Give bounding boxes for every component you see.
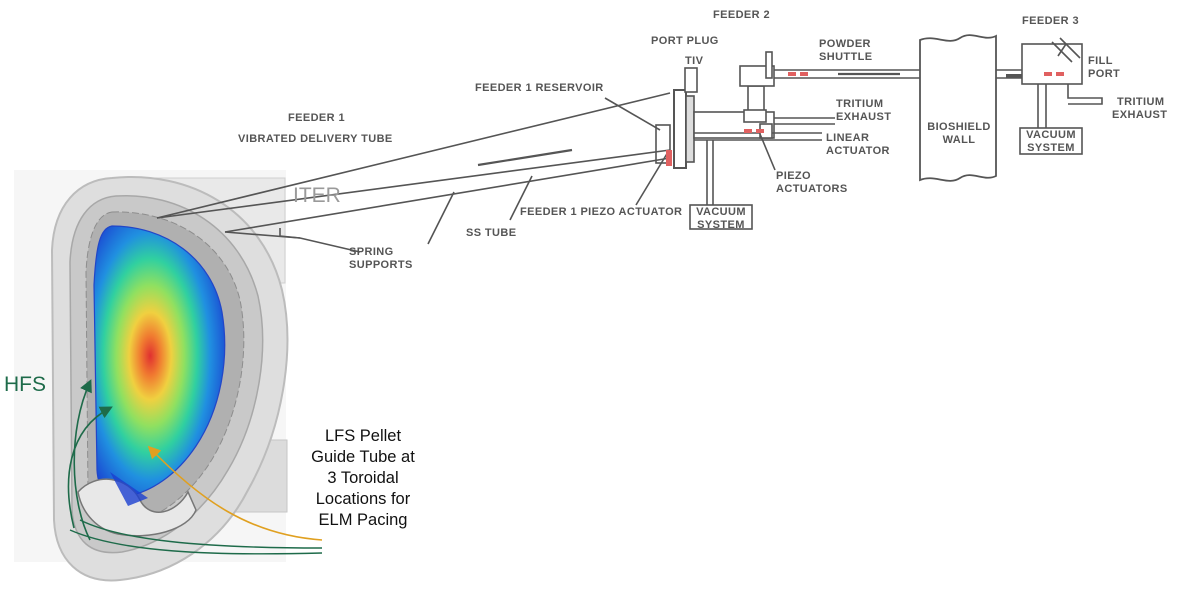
port-plug-inner xyxy=(685,95,695,163)
divertor-core xyxy=(110,472,148,506)
label-feeder-3: FEEDER 3 xyxy=(1022,15,1079,27)
tube-upper-edge xyxy=(156,92,671,219)
label-powder-shuttle-line-2: SHUTTLE xyxy=(819,51,873,63)
label-powder-shuttle-line-1: POWDER xyxy=(819,38,871,50)
tube-lower-edge xyxy=(156,149,671,219)
label-fill-port-line-2: PORT xyxy=(1088,68,1121,80)
fill-port-marker-2 xyxy=(1056,72,1064,76)
ss-tube-leader xyxy=(509,175,533,221)
tiv-valve xyxy=(684,67,698,93)
fill-port-rod-2 xyxy=(1059,37,1081,59)
label-spring-supports-line-1: SPRING xyxy=(349,246,394,258)
lfs-guide-tube xyxy=(147,445,323,541)
reservoir-box xyxy=(655,124,671,164)
label-vacuum-system-mid-line-1: VACUUM xyxy=(696,206,746,218)
label-powder-shuttle: POWDER SHUTTLE xyxy=(819,38,873,64)
label-lfs-note-line-5: ELM Pacing xyxy=(318,511,408,529)
spring-support-1 xyxy=(279,228,361,253)
feeder-1-assembly xyxy=(156,34,1103,253)
label-feeder-1-reservoir: FEEDER 1 RESERVOIR xyxy=(475,82,604,94)
label-port-plug: PORT PLUG xyxy=(651,35,719,47)
label-lfs-note-line-3: 3 Toroidal xyxy=(327,469,399,487)
tritium-exhaust-right-pipe xyxy=(1067,84,1103,105)
label-tritium-exhaust-mid-line-1: TRITIUM xyxy=(836,98,884,110)
label-piezo-actuators-line-1: PIEZO xyxy=(776,170,812,182)
label-spring-supports: SPRING SUPPORTS xyxy=(349,246,413,272)
label-tritium-exhaust-right-line-1: TRITIUM xyxy=(1117,96,1165,108)
port-plug-flange xyxy=(673,89,687,169)
label-bioshield-wall-line-1: BIOSHIELD xyxy=(927,121,991,133)
label-bioshield-wall-line-2: WALL xyxy=(942,134,976,146)
shuttle-marker-1 xyxy=(788,72,796,76)
piezo-marker-left xyxy=(744,129,752,133)
hfs-guide-line-1 xyxy=(73,379,92,541)
shuttle-marker-2 xyxy=(800,72,808,76)
label-linear-actuator-line-1: LINEAR xyxy=(826,132,870,144)
label-lfs-note-line-4: Locations for xyxy=(315,490,411,508)
feeder-2-cap xyxy=(765,51,773,79)
label-piezo-actuators: PIEZO ACTUATORS xyxy=(776,170,848,196)
label-tritium-exhaust-mid-line-2: EXHAUST xyxy=(836,111,892,123)
fill-port-marker-1 xyxy=(1044,72,1052,76)
label-ss-tube: SS TUBE xyxy=(466,227,517,239)
label-bioshield-wall: BIOSHIELD WALL xyxy=(924,121,994,147)
plasma xyxy=(93,225,226,498)
label-iter: ITER xyxy=(293,184,341,207)
piezo-marker-right xyxy=(756,129,764,133)
label-tritium-exhaust-mid: TRITIUM EXHAUST xyxy=(836,98,891,124)
vacuum-system-mid-box xyxy=(689,204,753,230)
label-tritium-exhaust-right-line-2: EXHAUST xyxy=(1112,109,1168,121)
reservoir-leader xyxy=(604,97,661,131)
label-linear-actuator-line-2: ACTUATOR xyxy=(826,145,890,157)
hfs-guide-line-2 xyxy=(67,406,113,529)
label-vacuum-system-mid-line-2: SYSTEM xyxy=(697,219,745,231)
tokamak-cutaway xyxy=(14,170,323,582)
label-hfs: HFS xyxy=(4,373,46,396)
label-feeder-1-piezo-actuator: FEEDER 1 PIEZO ACTUATOR xyxy=(520,206,683,218)
label-fill-port-line-1: FILL xyxy=(1088,55,1113,67)
label-lfs-note-line-2: Guide Tube at xyxy=(311,448,415,466)
hfs-feed-line-2 xyxy=(69,529,323,555)
label-vacuum-system-right-line-1: VACUUM xyxy=(1026,129,1076,141)
label-piezo-actuators-line-2: ACTUATORS xyxy=(776,183,848,195)
piezo-actuators-leader xyxy=(759,133,776,171)
fill-port-cross xyxy=(1057,43,1067,57)
bioshield-wall xyxy=(919,34,997,182)
label-vibrated-delivery-tube: VIBRATED DELIVERY TUBE xyxy=(238,133,393,145)
piezo-actuator-marker xyxy=(666,150,672,166)
label-fill-port: FILL PORT xyxy=(1088,55,1120,81)
label-lfs-note: LFS Pellet Guide Tube at 3 Toroidal Loca… xyxy=(300,426,426,531)
label-tiv: TIV xyxy=(685,55,704,67)
ss-tube-line xyxy=(224,157,671,233)
fill-port-rod-1 xyxy=(1051,41,1073,63)
label-tritium-exhaust-right: TRITIUM EXHAUST xyxy=(1112,96,1167,122)
label-linear-actuator: LINEAR ACTUATOR xyxy=(826,132,890,158)
label-lfs-note-line-1: LFS Pellet xyxy=(324,427,402,445)
label-vacuum-system-right: VACUUM SYSTEM xyxy=(1020,129,1082,155)
piezo-actuator-leader xyxy=(635,151,669,206)
vacuum-system-right-box xyxy=(1019,127,1083,155)
label-feeder-1: FEEDER 1 xyxy=(288,112,345,124)
spring-support-2 xyxy=(427,191,455,245)
label-feeder-2: FEEDER 2 xyxy=(713,9,770,21)
hfs-feed-line-1 xyxy=(79,519,323,549)
label-vacuum-system-right-line-2: SYSTEM xyxy=(1027,142,1075,154)
label-vacuum-system-mid: VACUUM SYSTEM xyxy=(690,206,752,232)
reservoir-center-line xyxy=(477,148,573,167)
feeder-2-valve xyxy=(743,109,767,123)
label-spring-supports-line-2: SUPPORTS xyxy=(349,259,413,271)
